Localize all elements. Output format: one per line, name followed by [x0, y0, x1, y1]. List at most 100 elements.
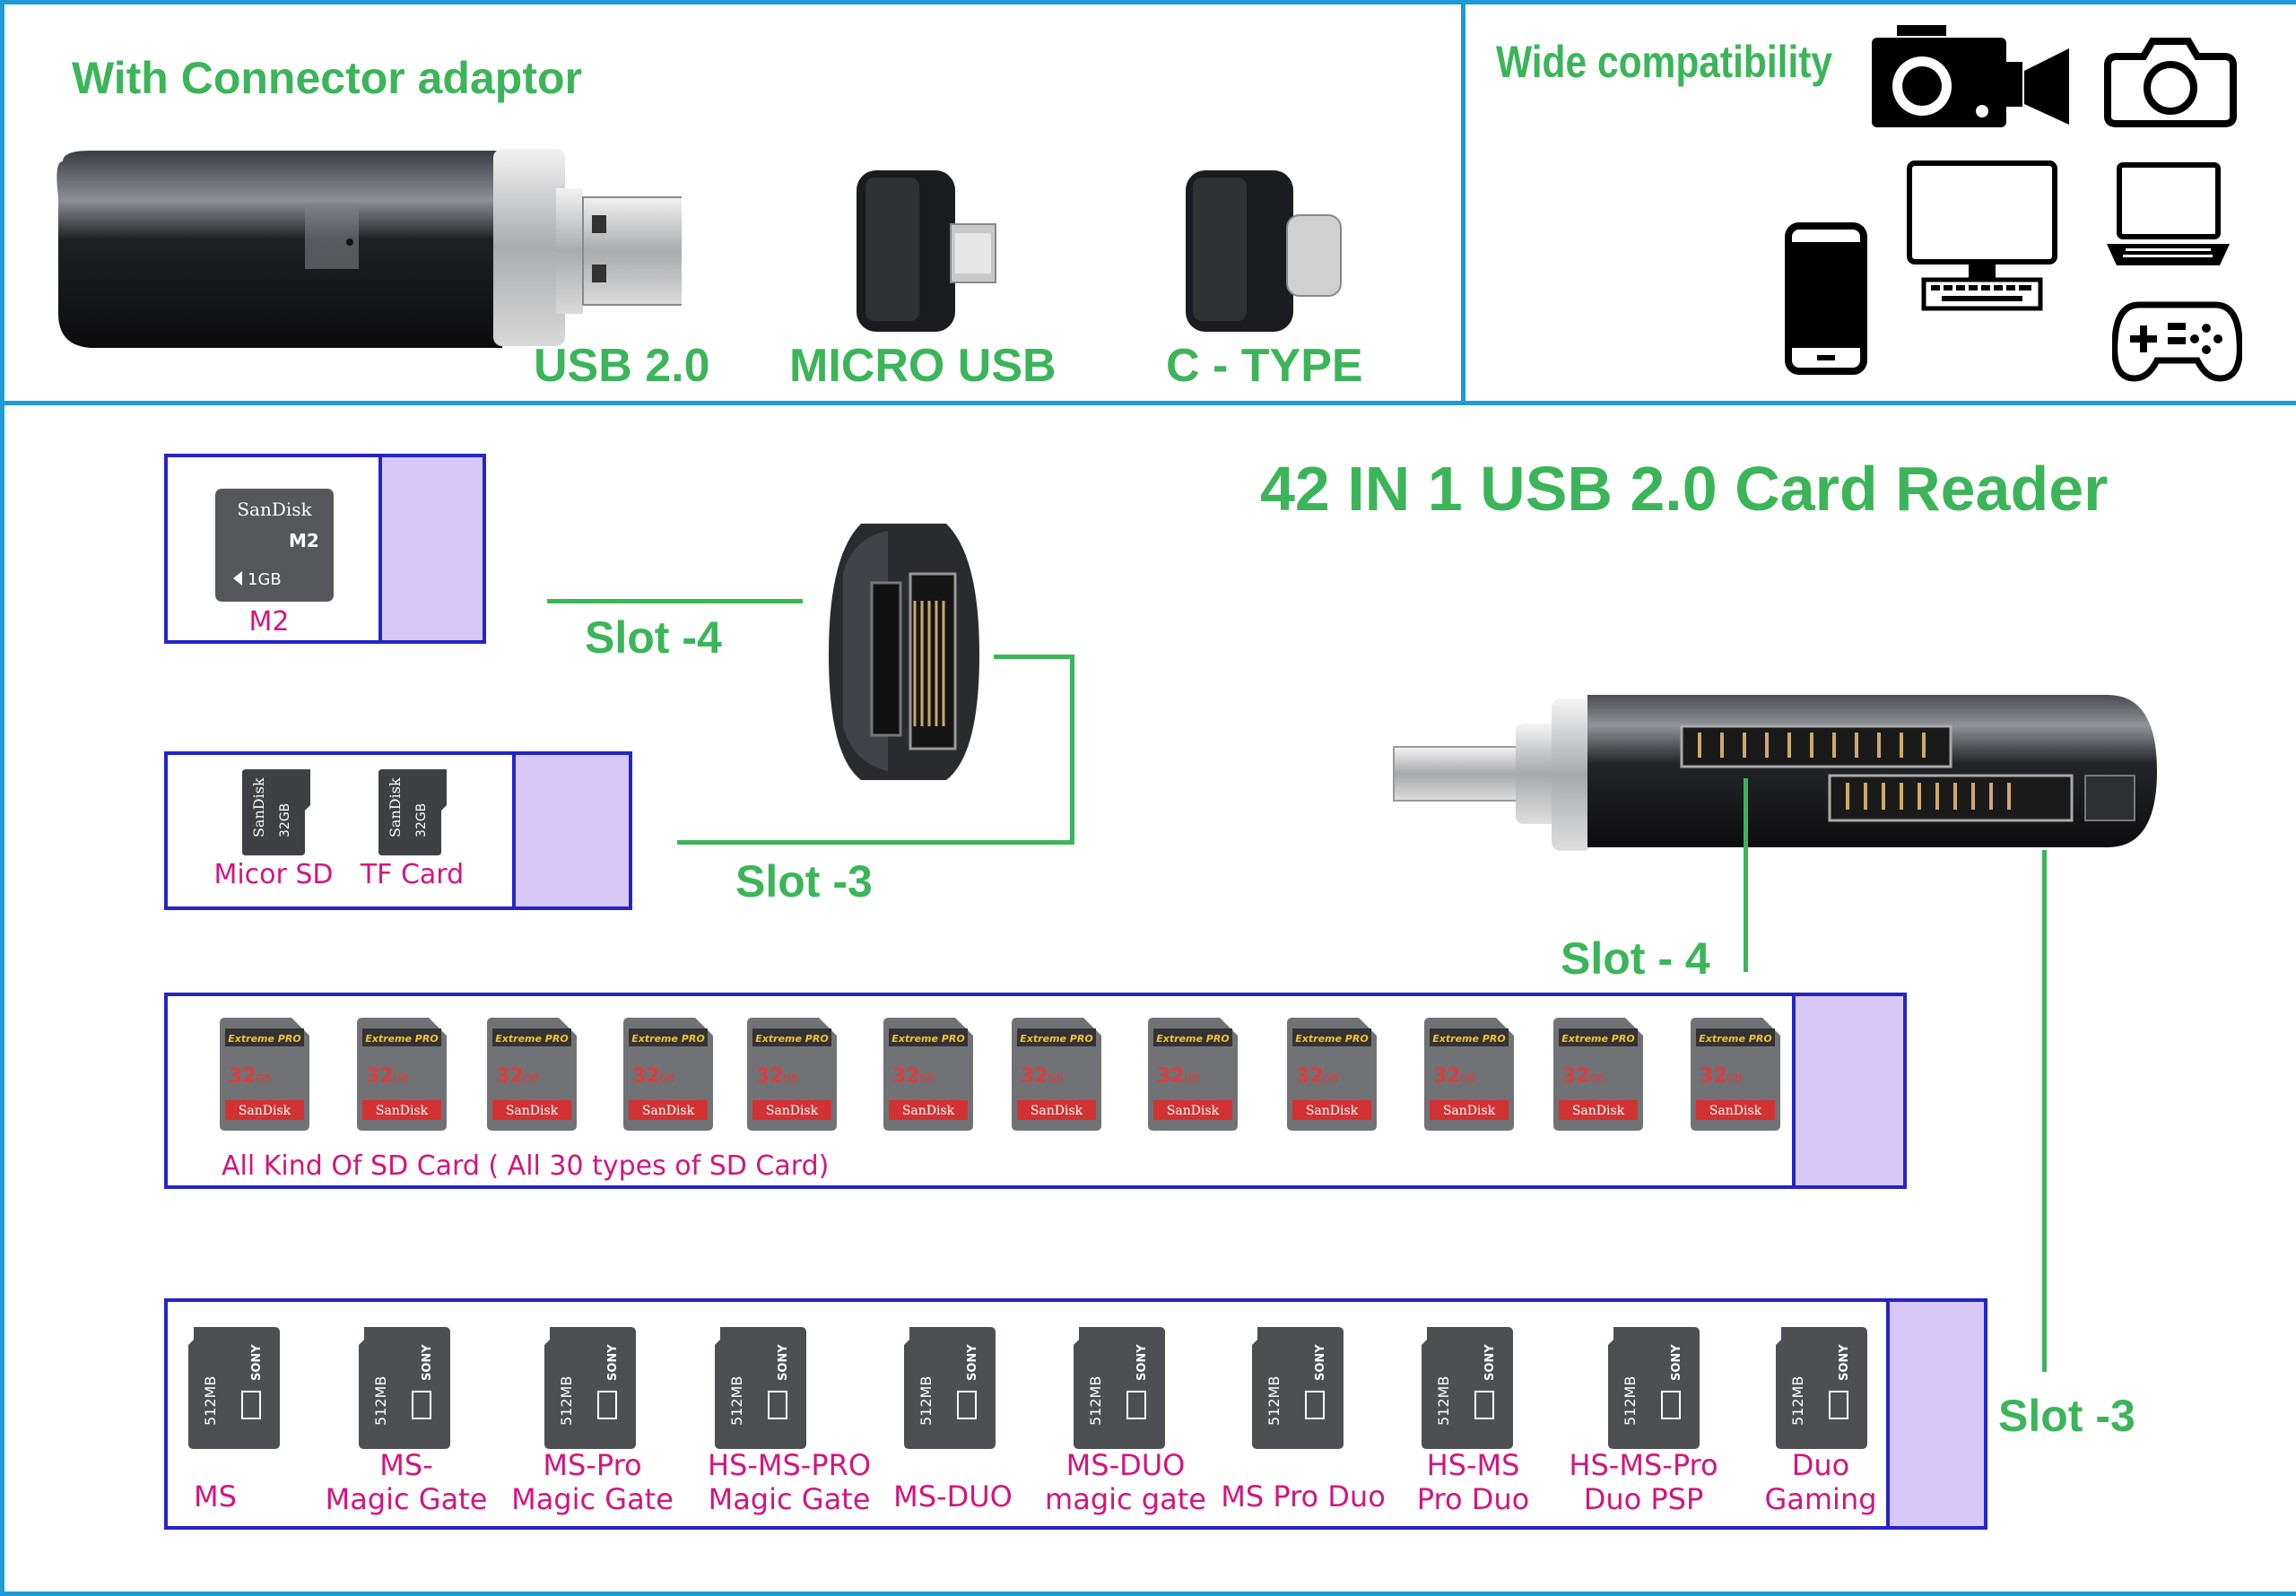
ms-card-brand: SONY [1135, 1344, 1149, 1381]
sd-card-unit: GB [659, 1072, 675, 1085]
sd-card-brand: SanDisk [902, 1104, 955, 1118]
sd-card-unit: GB [1048, 1072, 1064, 1085]
ms-card-brand: SONY [1838, 1344, 1851, 1381]
sd-card-series: Extreme PRO [1020, 1033, 1092, 1045]
ms-card-capacity: 512MB [1435, 1376, 1452, 1426]
memory-stick-card-image: 512MB SONY [1252, 1327, 1344, 1449]
slot4-left-label: Slot -4 [585, 612, 722, 663]
sd-card-brand: SanDisk [1443, 1104, 1496, 1118]
sd-card-series: Extreme PRO [631, 1033, 704, 1045]
tf-card-brand: SanDisk [387, 777, 404, 837]
slot4-left-connector [547, 599, 803, 603]
m2-slot-indicator [378, 454, 486, 644]
sd-card-brand: SanDisk [1031, 1104, 1083, 1118]
micro-sd-label: Micor SD [213, 859, 334, 890]
ms-card-capacity: 512MB [1087, 1376, 1104, 1426]
m2-card-capacity: 1GB [248, 570, 282, 589]
sd-card-capacity: 32 [229, 1065, 257, 1088]
adaptor-label-c-type: C - TYPE [1166, 340, 1363, 392]
memory-stick-card-image: 512MB SONY [1074, 1327, 1165, 1449]
m2-card-brand: SanDisk [237, 499, 312, 520]
memory-stick-card-image: 512MB SONY [188, 1327, 280, 1449]
sd-card-capacity: 32 [1562, 1065, 1590, 1088]
memory-stick-label: HS-MS-Pro Duo PSP [1569, 1448, 1718, 1517]
micro-card-capacity: 32GB [278, 803, 292, 837]
sd-card-capacity: 32 [1700, 1065, 1727, 1088]
slot3-right-label: Slot -3 [1998, 1391, 2135, 1441]
slot3-right-connector [2042, 850, 2047, 1372]
sd-card-series: Extreme PRO [1295, 1033, 1368, 1045]
memory-stick-label: MS- Magic Gate [325, 1448, 488, 1517]
memory-stick-label: MS-DUO magic gate [1045, 1448, 1206, 1517]
laptop-icon [2103, 161, 2233, 269]
micro-sd-slot-indicator [512, 751, 632, 910]
ms-card-capacity: 512MB [202, 1376, 219, 1426]
sd-card-unit: GB [783, 1072, 799, 1085]
sd-card-unit: GB [256, 1072, 272, 1085]
ms-card-capacity: 512MB [372, 1376, 389, 1426]
ms-card-brand: SONY [250, 1344, 264, 1381]
sd-card-series: Extreme PRO [495, 1033, 568, 1045]
compatibility-title: Wide compatibility [1496, 37, 1833, 87]
sd-card-series: Extreme PRO [1156, 1033, 1229, 1045]
sd-card-capacity: 32 [366, 1065, 394, 1088]
sd-card-capacity: 32 [1296, 1065, 1324, 1088]
memory-stick-card-image: 512MB SONY [544, 1327, 636, 1449]
ms-card-brand: SONY [606, 1344, 620, 1381]
sd-card-capacity: 32 [1157, 1065, 1185, 1088]
memory-stick-label: MS-DUO [893, 1479, 1013, 1514]
adaptor-section-title: With Connector adaptor [72, 53, 582, 103]
sd-card-unit: GB [1184, 1072, 1200, 1085]
desktop-computer-icon [1906, 160, 2058, 312]
sd-card-caption: All Kind Of SD Card ( All 30 types of SD… [222, 1150, 830, 1182]
slot4-right-connector [1744, 778, 1748, 972]
slot3-left-label: Slot -3 [735, 856, 873, 906]
ms-card-capacity: 512MB [728, 1376, 745, 1426]
sd-card-capacity: 32 [1021, 1065, 1048, 1088]
small-reader-image [825, 520, 982, 785]
sd-card-series: Extreme PRO [1561, 1033, 1634, 1045]
micro-sd-card-image: SanDisk 32GB [242, 769, 314, 855]
sd-card-brand: SanDisk [766, 1104, 819, 1118]
ms-card-capacity: 512MB [1265, 1376, 1283, 1426]
adaptor-label-micro-usb: MICRO USB [789, 340, 1057, 392]
sd-card-series: Extreme PRO [1432, 1033, 1505, 1045]
memory-stick-slot-indicator [1886, 1298, 1987, 1530]
ms-card-capacity: 512MB [558, 1376, 575, 1426]
m2-card-type: M2 [289, 530, 319, 551]
memory-stick-label: HS-MS-PRO Magic Gate [707, 1448, 872, 1517]
memory-stick-label: HS-MS Pro Duo [1416, 1448, 1530, 1517]
sd-card-unit: GB [523, 1072, 539, 1085]
ms-card-brand: SONY [1314, 1344, 1327, 1381]
main-card-reader-image [1390, 686, 2161, 861]
adaptor-label-usb: USB 2.0 [534, 340, 710, 392]
memory-stick-label: MS Pro Duo [1221, 1479, 1386, 1514]
sd-card-capacity: 32 [496, 1065, 524, 1088]
sd-card-capacity: 32 [1433, 1065, 1461, 1088]
sd-card-brand: SanDisk [506, 1104, 559, 1118]
smartphone-icon [1785, 222, 1867, 375]
main-panel [0, 405, 2296, 1596]
sd-card-brand: SanDisk [1167, 1104, 1220, 1118]
ms-card-capacity: 512MB [1789, 1376, 1806, 1426]
m2-card-image: SanDisk M2 1GB [215, 489, 334, 602]
tf-card-label: TF Card [360, 859, 465, 890]
photo-camera-icon [2103, 34, 2238, 128]
sd-card-brand: SanDisk [642, 1104, 695, 1118]
sd-card-unit: GB [1726, 1072, 1743, 1085]
ms-card-brand: SONY [421, 1344, 434, 1381]
micro-usb-adaptor-image [852, 170, 1013, 332]
slot3-left-connector-v [1070, 655, 1074, 845]
slot4-right-label: Slot - 4 [1561, 933, 1710, 984]
